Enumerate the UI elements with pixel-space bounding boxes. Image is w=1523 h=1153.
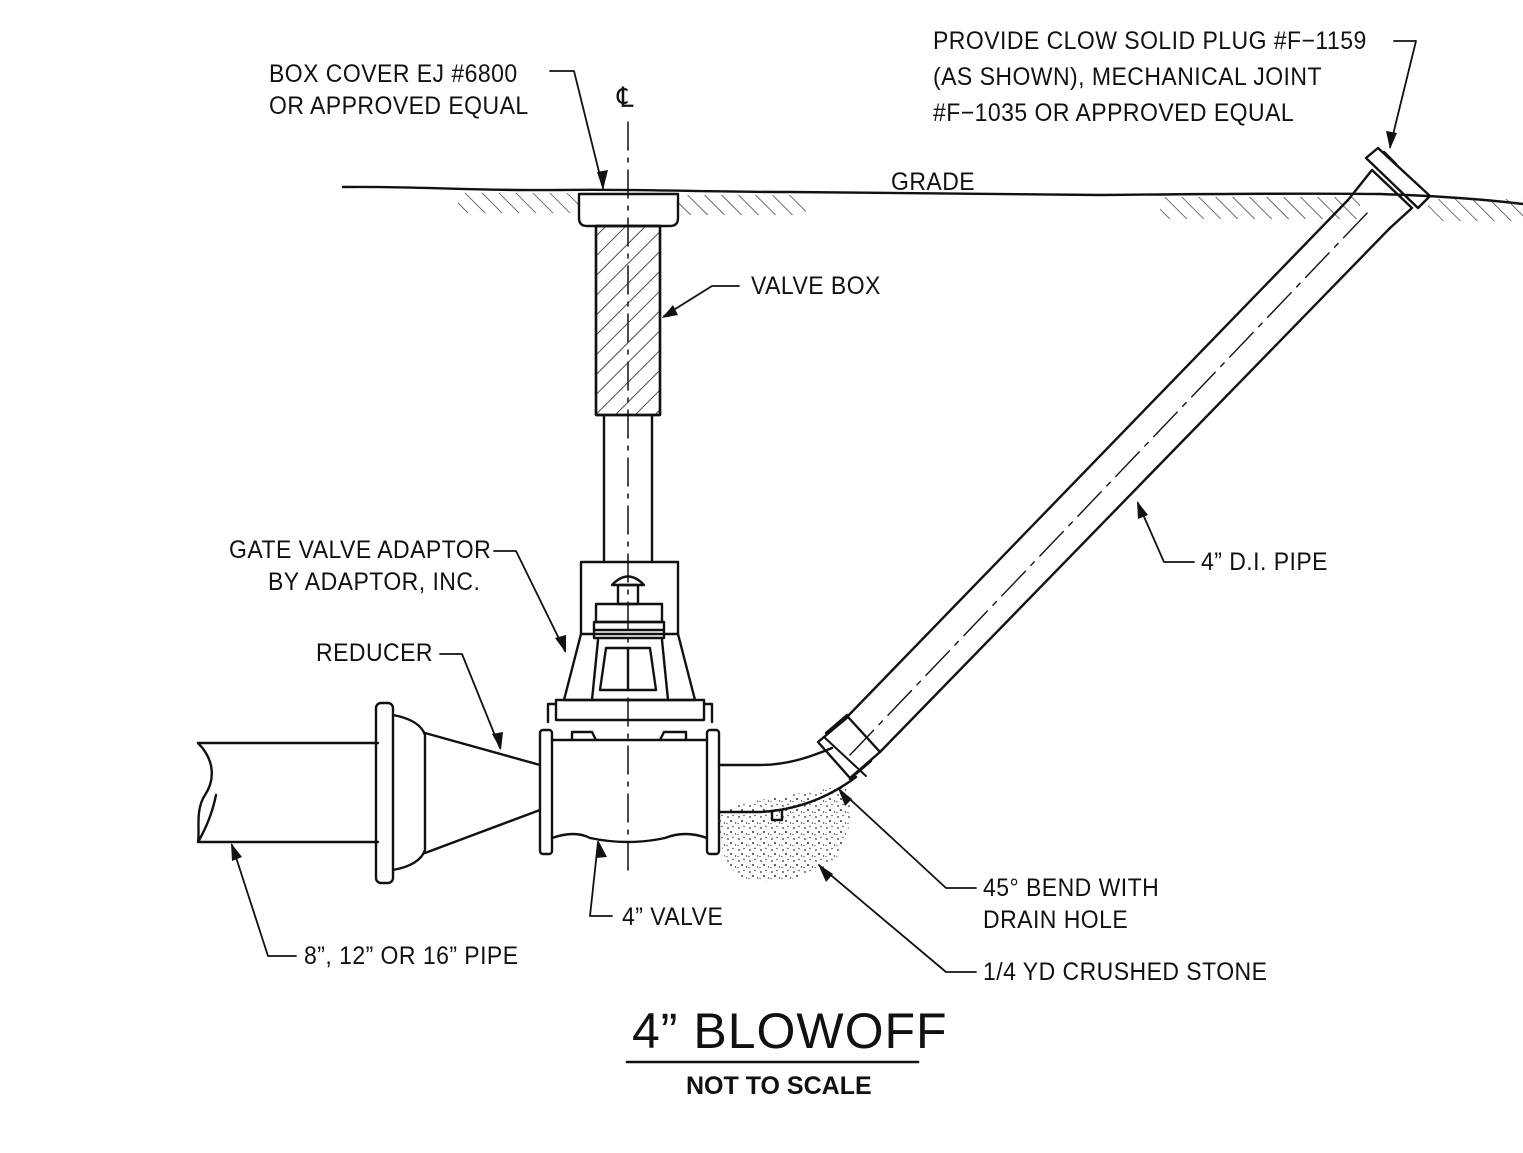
valve-label: 4” VALVE bbox=[622, 903, 724, 931]
grade-line bbox=[343, 187, 1523, 204]
plug-label-line1: PROVIDE CLOW SOLID PLUG #F−1159 bbox=[933, 27, 1367, 55]
box-cover-label-line2: OR APPROVED EQUAL bbox=[269, 92, 529, 120]
reducer-flange bbox=[376, 703, 393, 883]
grade-label: GRADE bbox=[891, 168, 976, 196]
plug-label-line3: #F−1035 OR APPROVED EQUAL bbox=[933, 99, 1295, 127]
drawing-subtitle: NOT TO SCALE bbox=[686, 1072, 872, 1100]
main-pipe bbox=[198, 743, 378, 842]
valve-box-label: VALVE BOX bbox=[751, 272, 881, 300]
reducer-label: REDUCER bbox=[316, 639, 433, 667]
reducer bbox=[425, 733, 540, 853]
earth-hatch bbox=[458, 193, 1523, 221]
di-pipe bbox=[846, 200, 1390, 752]
drawing-title: 4” BLOWOFF bbox=[632, 1003, 948, 1059]
di-pipe-label: 4” D.I. PIPE bbox=[1201, 548, 1328, 576]
plug-label-line2: (AS SHOWN), MECHANICAL JOINT bbox=[933, 63, 1323, 91]
bend-label-line1: 45° BEND WITH bbox=[983, 874, 1160, 902]
gate-valve-adaptor bbox=[548, 562, 712, 722]
bend-label-line2: DRAIN HOLE bbox=[983, 906, 1129, 934]
main-pipe-label: 8”, 12” OR 16” PIPE bbox=[304, 942, 519, 970]
solid-plug bbox=[1348, 148, 1430, 228]
valve-body bbox=[540, 730, 719, 854]
gate-valve-adaptor-label-line2: BY ADAPTOR, INC. bbox=[268, 568, 481, 596]
box-cover-label-line1: BOX COVER EJ #6800 bbox=[269, 60, 518, 88]
valve-box bbox=[596, 226, 660, 415]
centerline-symbol: ℄ bbox=[617, 82, 635, 113]
box-cover bbox=[579, 194, 678, 226]
stone-label: 1/4 YD CRUSHED STONE bbox=[983, 958, 1268, 986]
crushed-stone bbox=[719, 785, 851, 881]
leaders bbox=[232, 41, 1416, 972]
gate-valve-adaptor-label-line1: GATE VALVE ADAPTOR bbox=[229, 536, 492, 564]
